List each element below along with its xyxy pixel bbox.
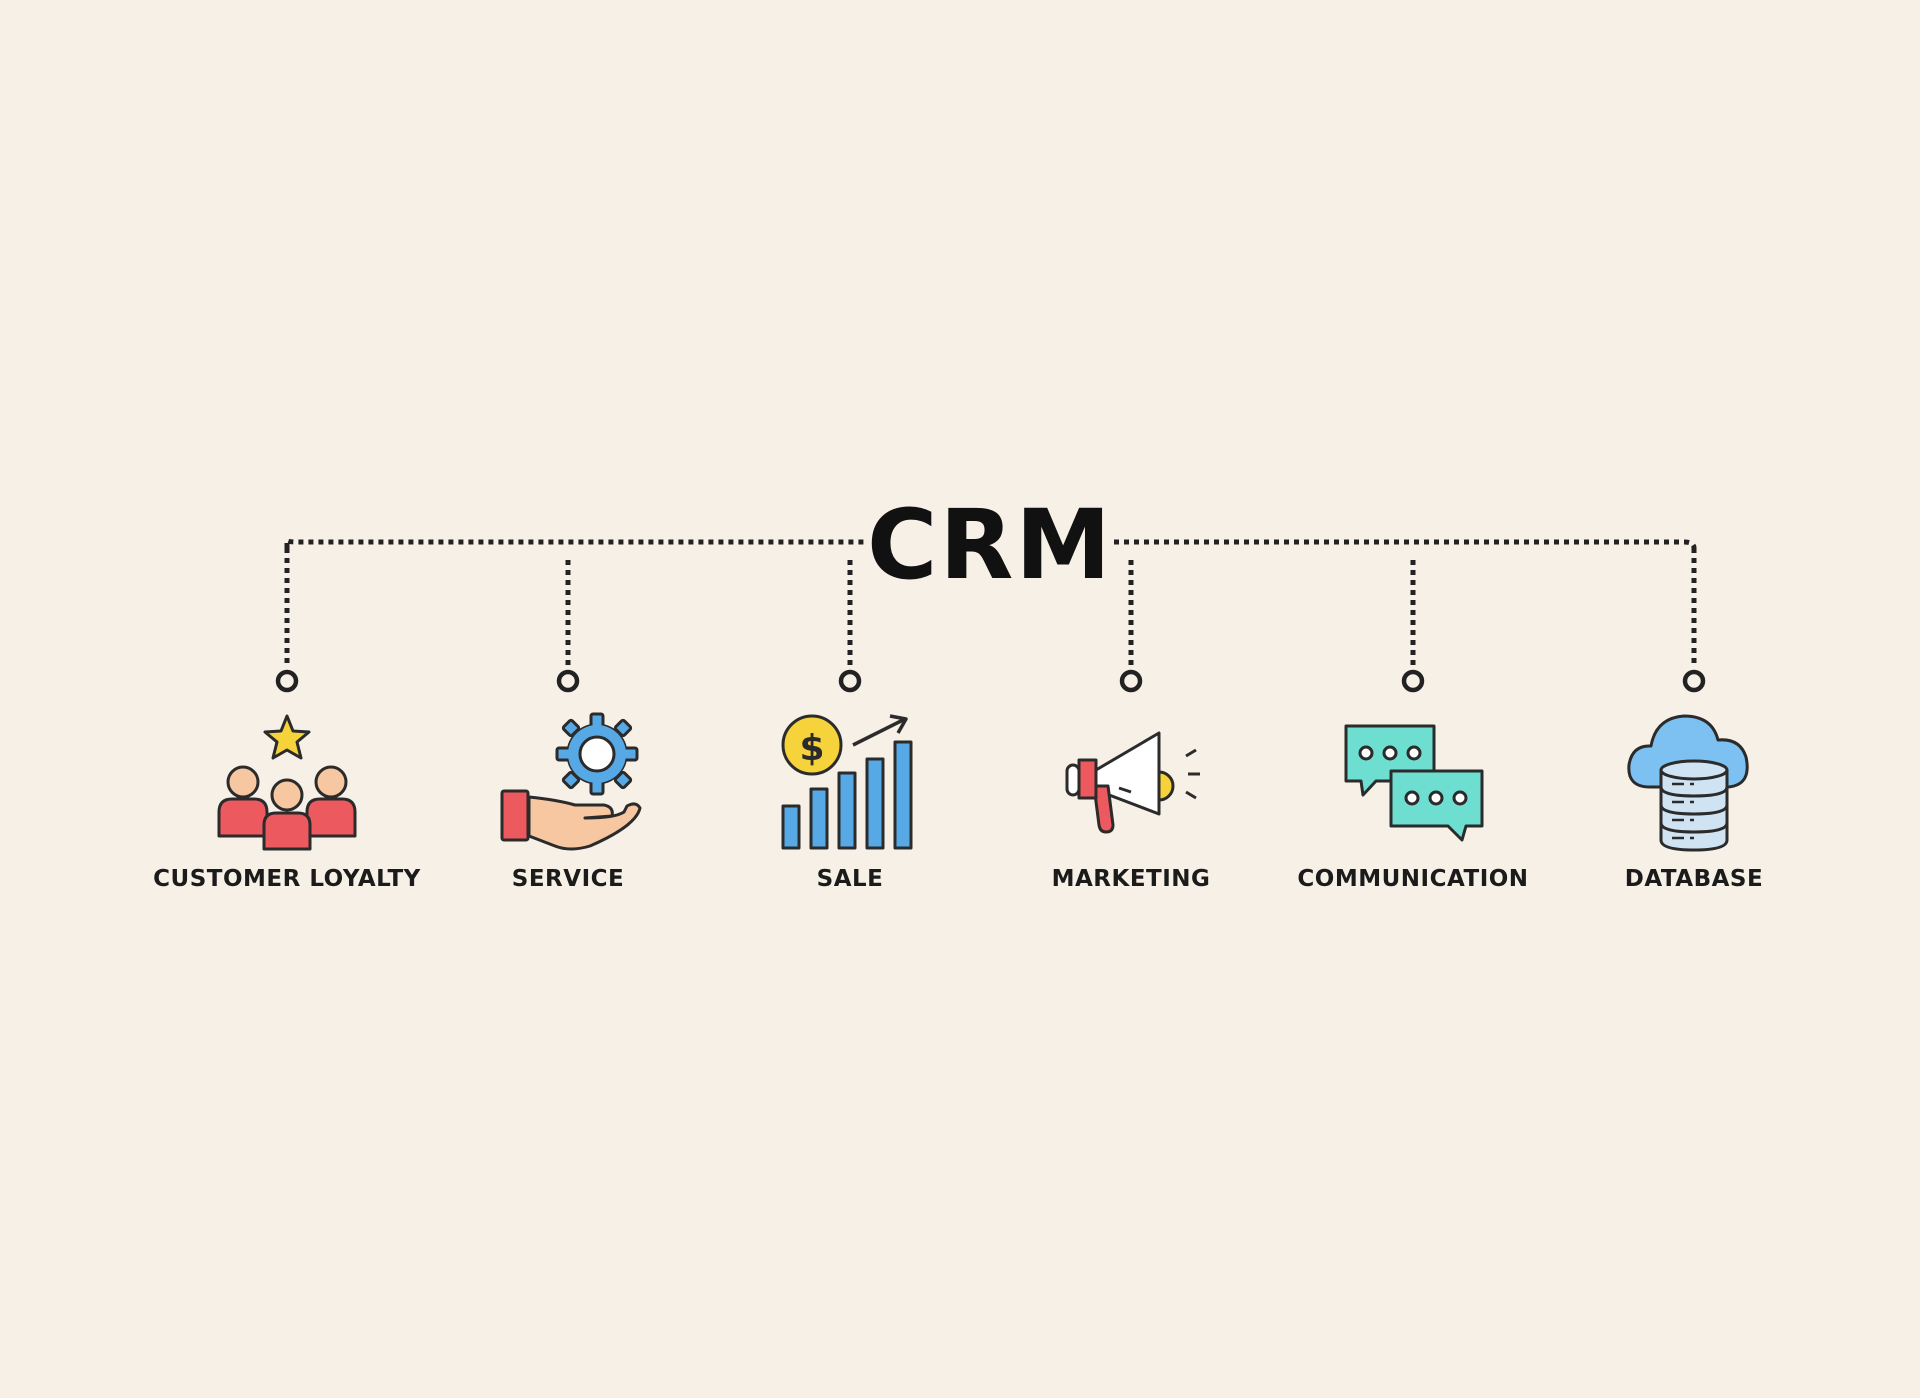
label-communication: COMMUNICATION xyxy=(1297,866,1529,892)
connector-lines xyxy=(284,538,1697,666)
customer-loyalty-icon xyxy=(217,714,357,851)
connector-top-left xyxy=(284,538,868,548)
communication-icon xyxy=(1344,724,1484,842)
node-circle xyxy=(1401,669,1425,693)
node-circle xyxy=(1119,669,1143,693)
label-marketing: MARKETING xyxy=(1051,866,1211,892)
connector-top-right xyxy=(1114,539,1697,549)
label-customer-loyalty: CUSTOMER LOYALTY xyxy=(153,866,421,892)
service-icon xyxy=(500,712,642,851)
node-circle xyxy=(838,669,862,693)
node-circle xyxy=(556,669,580,693)
svg-text:$: $ xyxy=(799,728,824,769)
sale-icon: $ xyxy=(781,714,913,850)
database-icon xyxy=(1627,714,1749,852)
label-database: DATABASE xyxy=(1624,866,1764,892)
node-circle xyxy=(1682,669,1706,693)
connector-nodes xyxy=(275,669,1706,693)
diagram-title: CRM xyxy=(867,489,1113,601)
marketing-icon xyxy=(1065,731,1200,834)
label-service: SERVICE xyxy=(511,866,625,892)
label-sale: SALE xyxy=(816,866,884,892)
node-circle xyxy=(275,669,299,693)
